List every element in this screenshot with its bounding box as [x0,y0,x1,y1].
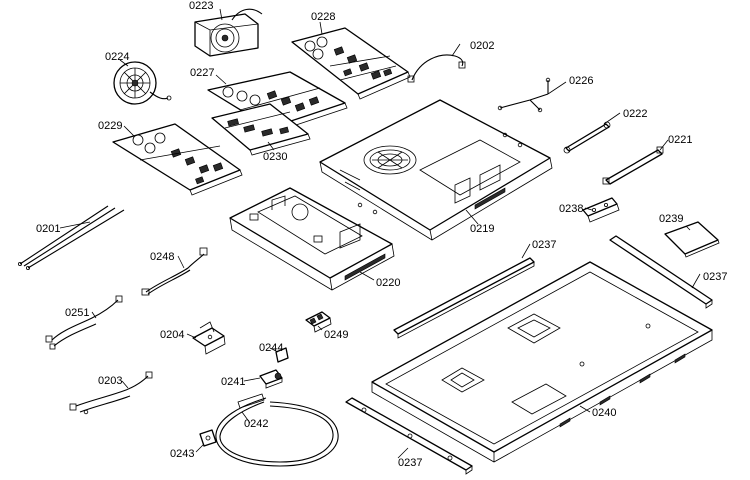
part-0220-frame [229,187,395,291]
label-0222: 0222 [623,108,647,120]
part-0204-bracket [192,321,226,355]
label-0202: 0202 [470,40,494,52]
label-0243: 0243 [170,448,194,460]
label-0241: 0241 [221,376,245,388]
part-0243-plug [199,429,217,447]
part-0223-fan-assembly [194,8,263,57]
part-0203-harness [69,371,153,415]
label-0249: 0249 [324,329,348,341]
label-0227: 0227 [190,67,214,79]
part-0240-tray [371,261,713,463]
part-0237-rail-right [609,235,713,309]
label-0220: 0220 [376,277,400,289]
label-0248: 0248 [150,251,174,263]
part-0224-fan [113,61,172,105]
part-0241-terminal [259,369,283,389]
label-0237-right: 0237 [703,271,727,283]
label-0237-upper: 0237 [532,239,556,251]
part-0228-circuit-board [291,27,411,100]
part-0227-circuit-board [207,71,348,134]
part-0244-fuse-holder [275,347,289,363]
part-0230-circuit-board [211,103,311,156]
part-0238-bracket [582,197,620,223]
part-0242-power-cord [215,393,339,467]
label-0240: 0240 [592,407,616,419]
part-labels: 0223 0228 0202 0224 0227 0226 0222 0229 … [36,0,727,469]
part-0251-harness [45,295,123,350]
label-0228: 0228 [311,11,335,23]
label-0223: 0223 [189,0,213,12]
part-0221-rod [602,146,664,185]
part-0248-harness [141,247,208,296]
label-0237-lower: 0237 [398,457,422,469]
label-0229: 0229 [98,120,122,132]
part-0229-circuit-board [112,123,243,196]
label-0244: 0244 [259,342,283,354]
label-0219: 0219 [470,223,494,235]
label-0201: 0201 [36,223,60,235]
leader-lines [59,8,701,459]
part-0226-wire-harness [497,77,551,113]
label-0251: 0251 [65,307,89,319]
part-0202-wire [407,54,466,83]
label-0224: 0224 [105,51,129,63]
part-0249-connector [305,311,332,333]
label-0204: 0204 [160,329,184,341]
label-0242: 0242 [244,418,268,430]
part-0201-wires [17,205,125,270]
part-0219-housing [319,99,553,241]
label-0203: 0203 [98,375,122,387]
label-0239: 0239 [659,213,683,225]
part-0222-rod [563,121,611,154]
part-0239-panel [664,221,720,258]
part-0237-rail-lower [345,397,473,475]
label-0226: 0226 [569,75,593,87]
label-0238: 0238 [559,203,583,215]
label-0221: 0221 [668,134,692,146]
part-0237-rail-upper [393,257,535,339]
label-0230: 0230 [263,151,287,163]
